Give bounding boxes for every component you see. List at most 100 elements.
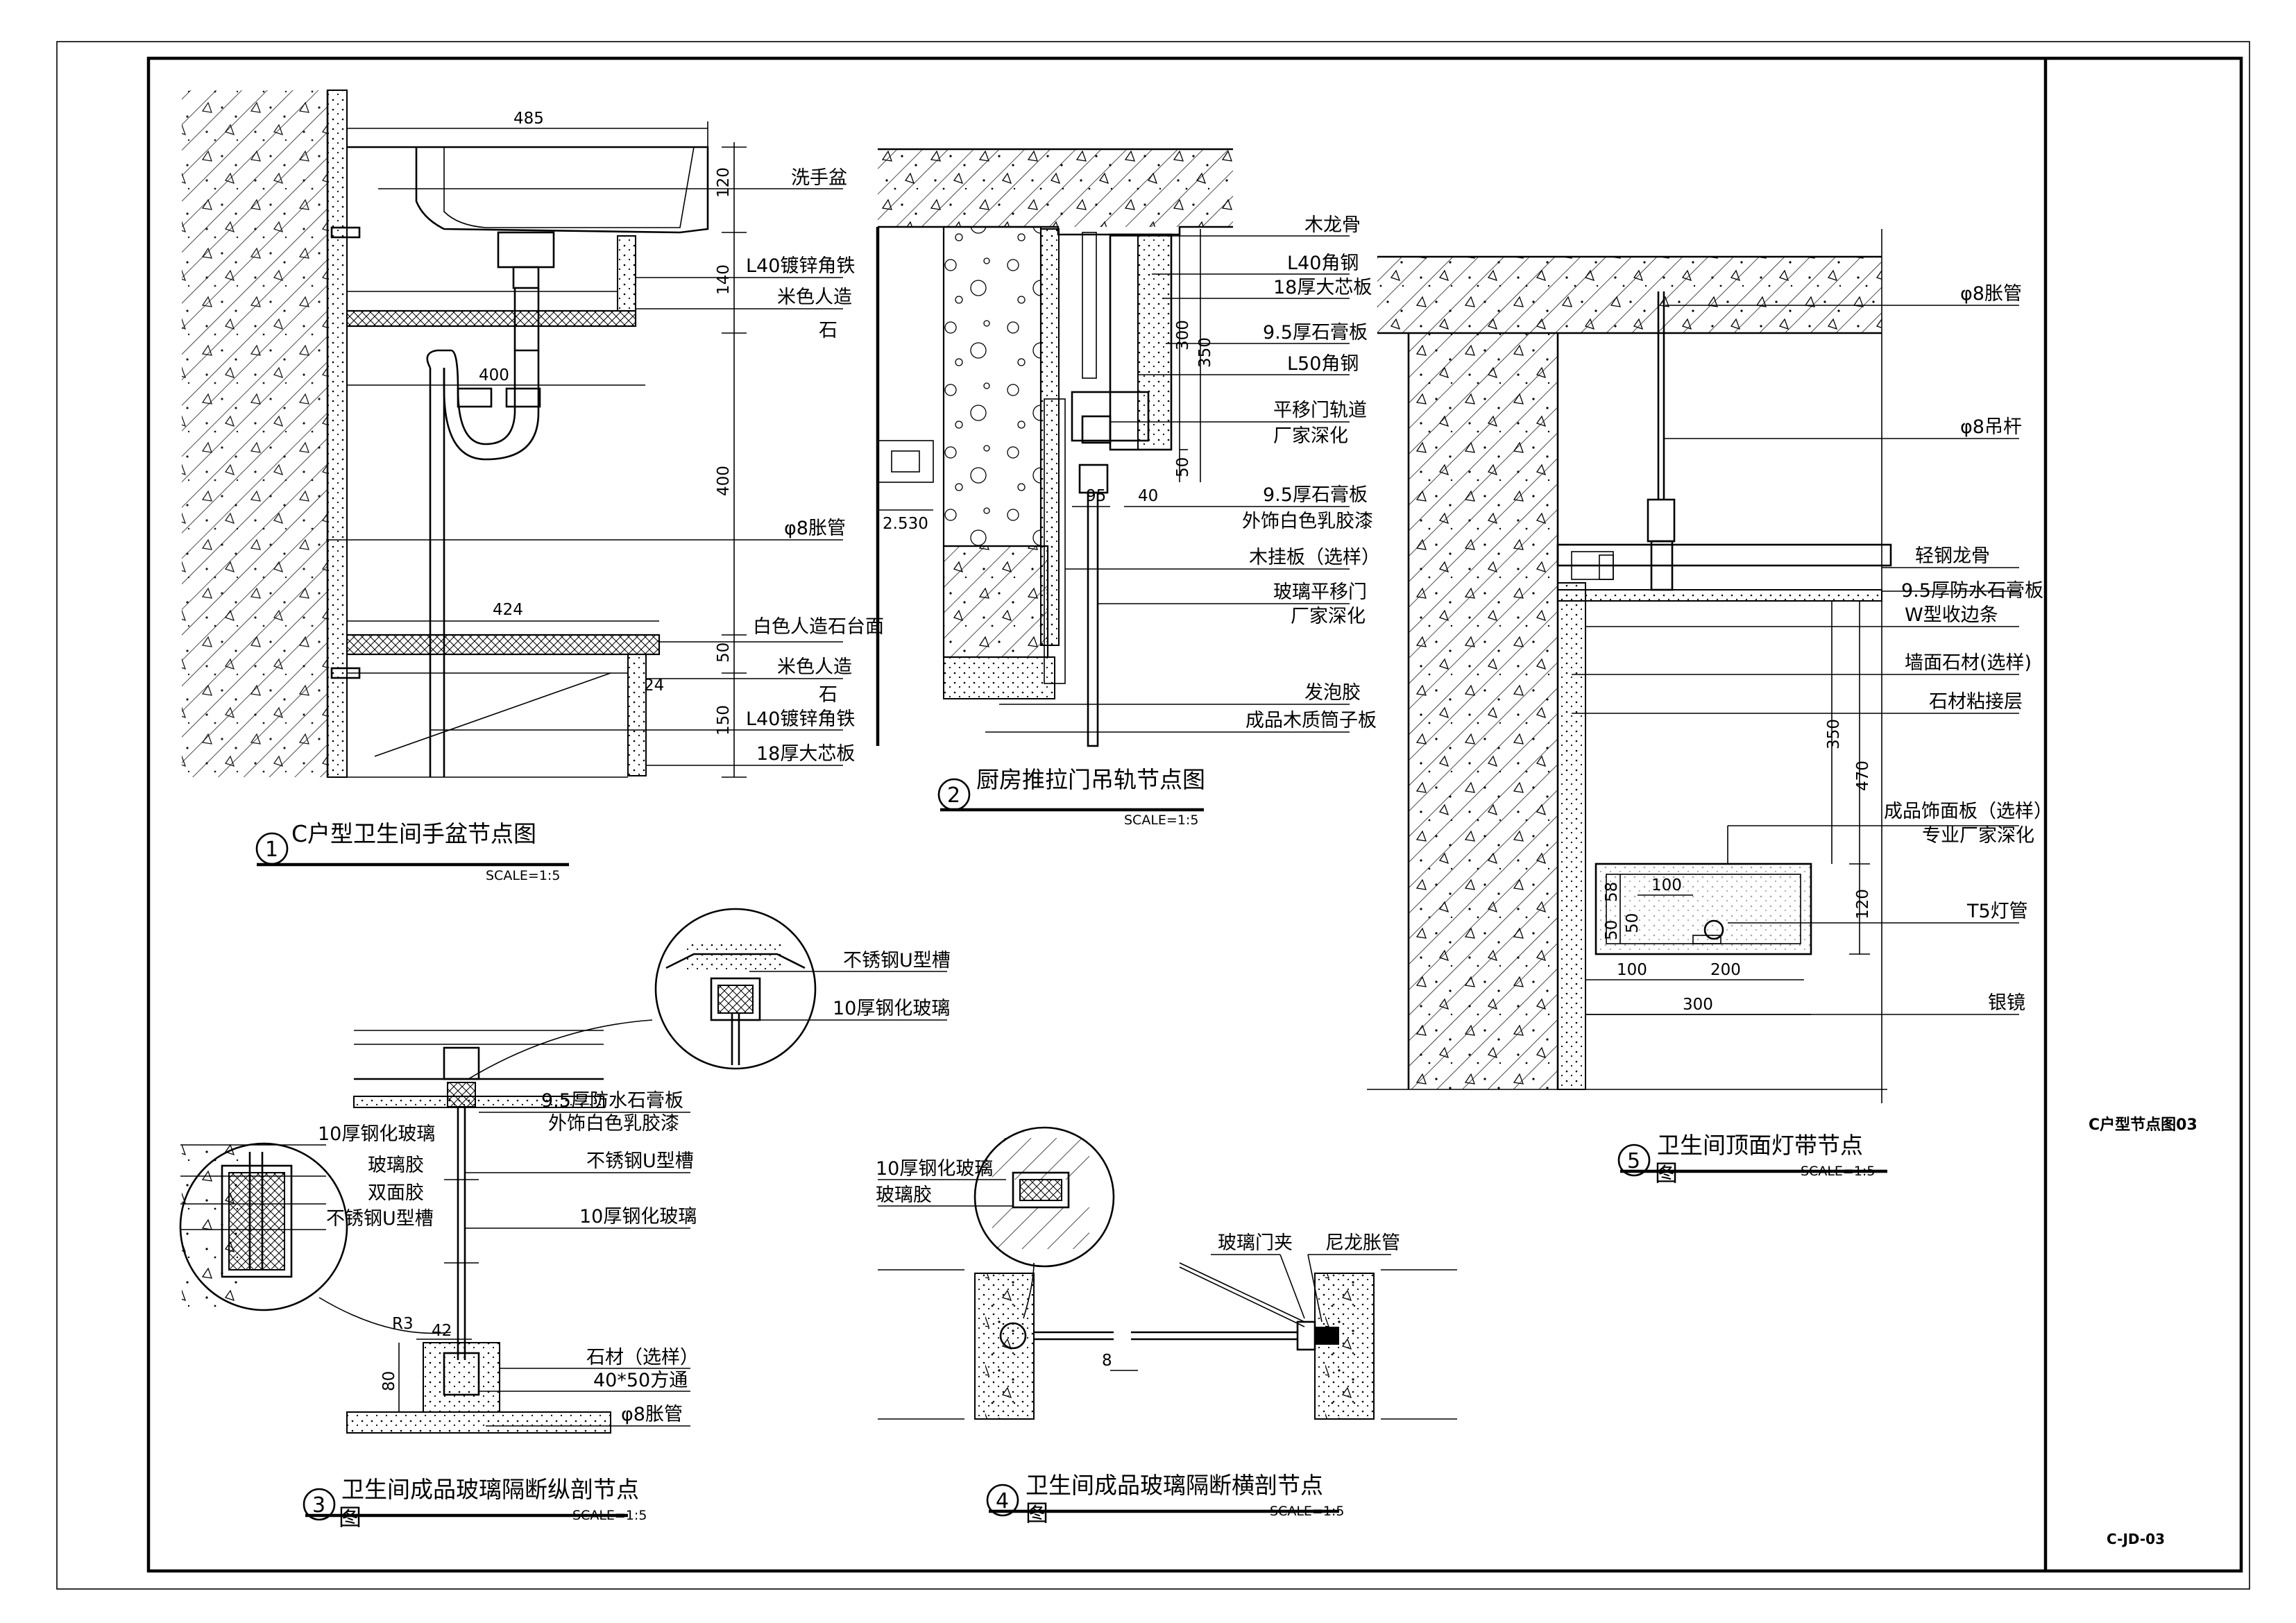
label-anchor-3: φ8胀管 bbox=[621, 1404, 683, 1425]
detail-1-title: C户型卫生间手盆节点图 bbox=[291, 820, 536, 847]
detail-3-title: 卫生间成品玻璃隔断纵剖节点 bbox=[341, 1476, 639, 1503]
detail-4-number-circle bbox=[986, 1484, 1019, 1517]
dim-8: 8 bbox=[1102, 1352, 1112, 1370]
dim-350: 350 bbox=[1196, 337, 1214, 368]
label-beige-stone-bottom-2: 石 bbox=[819, 684, 837, 706]
label-door-clamp: 玻璃门夹 bbox=[1218, 1232, 1293, 1254]
label-white-stone-counter: 白色人造石台面 bbox=[753, 616, 884, 638]
label-anchor-tube: φ8胀管 bbox=[784, 518, 846, 539]
label-beige-stone-top: 米色人造 bbox=[777, 287, 852, 308]
detail-5-title: 卫生间顶面灯带节点 bbox=[1657, 1132, 1863, 1159]
dim-350-5: 350 bbox=[1825, 719, 1843, 749]
detail-3-glass-vertical: R3 42 80 不锈钢U型槽 10厚钢化玻璃 9.5厚防水石膏板 外饰白色乳胶… bbox=[179, 908, 951, 1531]
magnifier-top bbox=[654, 908, 817, 1070]
dim-300-5: 300 bbox=[1683, 996, 1713, 1014]
dim-300: 300 bbox=[1174, 320, 1192, 350]
label-foam: 发泡胶 bbox=[1304, 682, 1361, 704]
bubble-wall bbox=[942, 226, 1042, 547]
t5-tube bbox=[1703, 919, 1724, 940]
dim-50-a: 50 bbox=[1603, 920, 1621, 940]
label-stone-adhesive: 石材粘接层 bbox=[1929, 691, 2023, 713]
detail-2-door-track: 300 350 50 95 40 2.530 木龙骨 L40角钢 18厚大芯板 … bbox=[876, 148, 1380, 828]
detail-2-title: 厨房推拉门吊轨节点图 bbox=[976, 766, 1205, 793]
label-u-channel-mag-b: 不锈钢U型槽 bbox=[326, 1208, 434, 1230]
dim-42: 42 bbox=[432, 1322, 452, 1340]
dim-150: 150 bbox=[715, 705, 733, 736]
label-l40-angle-bottom: L40镀锌角铁 bbox=[746, 708, 855, 730]
label-t5-tube: T5灯管 bbox=[1966, 901, 2028, 922]
label-latex-paint: 外饰白色乳胶漆 bbox=[1242, 511, 1373, 532]
label-18-board: 18厚大芯板 bbox=[1273, 277, 1372, 298]
stone-base bbox=[423, 1342, 500, 1413]
dim-r3: R3 bbox=[392, 1315, 414, 1333]
label-18mm-board: 18厚大芯板 bbox=[756, 743, 855, 765]
label-u-channel-mag: 不锈钢U型槽 bbox=[843, 950, 951, 971]
magnifier-4 bbox=[973, 1126, 1115, 1268]
label-glass-mag-b: 10厚钢化玻璃 bbox=[318, 1123, 435, 1145]
label-double-tape: 双面胶 bbox=[368, 1182, 424, 1204]
label-track: 平移门轨道 bbox=[1273, 400, 1367, 421]
dim-95: 95 bbox=[1086, 487, 1106, 505]
white-stone-counter bbox=[346, 634, 661, 656]
label-stone-3: 石材（选样） bbox=[586, 1347, 699, 1368]
label-glass-4: 10厚钢化玻璃 bbox=[876, 1158, 993, 1180]
label-glue-4: 玻璃胶 bbox=[876, 1184, 932, 1206]
dim-140: 140 bbox=[715, 264, 733, 295]
detail-3-title-line2: 图 bbox=[339, 1504, 362, 1531]
detail-4-title: 卫生间成品玻璃隔断横剖节点 bbox=[1026, 1472, 1323, 1499]
label-beige-stone-bottom: 米色人造 bbox=[777, 656, 852, 678]
label-basin: 洗手盆 bbox=[791, 167, 847, 189]
dim-58: 58 bbox=[1603, 882, 1621, 902]
label-glass-door: 玻璃平移门 bbox=[1273, 581, 1367, 603]
dim-100-top: 100 bbox=[1651, 876, 1682, 894]
label-vendor-deepen: 专业厂家深化 bbox=[1922, 825, 2034, 847]
label-glass-3: 10厚钢化玻璃 bbox=[579, 1206, 697, 1227]
dim-100-bottom: 100 bbox=[1617, 961, 1647, 979]
drawing-number: C-JD-03 bbox=[2107, 1531, 2165, 1547]
label-silver-mirror: 银镜 bbox=[1988, 992, 2025, 1014]
dim-50: 50 bbox=[715, 643, 733, 663]
label-wood-keel: 木龙骨 bbox=[1304, 214, 1361, 236]
detail-5-title-line2: 图 bbox=[1655, 1159, 1678, 1187]
sheet-title: C户型节点图03 bbox=[2089, 1116, 2197, 1134]
label-wood-panel: 木挂板（选样） bbox=[1249, 547, 1380, 568]
waterproof-gypsum bbox=[1557, 589, 1882, 602]
dim-485: 485 bbox=[513, 110, 544, 128]
detail-4-glass-horizontal: 8 10厚钢化玻璃 玻璃胶 玻璃门夹 尼龙胀管 4 卫生间成品玻璃隔断横剖节点 … bbox=[876, 1126, 1457, 1527]
label-glass-glue: 玻璃胶 bbox=[368, 1155, 424, 1176]
label-anchor-5: φ8胀管 bbox=[1960, 283, 2022, 305]
detail-3-number: 3 bbox=[312, 1493, 325, 1518]
dim-80: 80 bbox=[380, 1371, 398, 1391]
label-steel-keel: 轻钢龙骨 bbox=[1915, 545, 1990, 567]
label-u-channel-3: 不锈钢U型槽 bbox=[586, 1150, 694, 1172]
detail-5-number: 5 bbox=[1627, 1149, 1640, 1173]
dim-50-track: 50 bbox=[1174, 457, 1192, 477]
inner-border bbox=[146, 56, 2243, 1573]
detail-3-scale: SCALE=1:5 bbox=[572, 1508, 647, 1523]
label-door-casing: 成品木质筒子板 bbox=[1245, 710, 1377, 731]
dim-400-h: 400 bbox=[479, 366, 509, 384]
label-l40-angle: L40角钢 bbox=[1287, 253, 1359, 274]
label-gypsum-3: 9.5厚防水石膏板 bbox=[541, 1090, 683, 1112]
label-l50-angle: L50角钢 bbox=[1287, 353, 1359, 375]
dim-470: 470 bbox=[1854, 760, 1872, 791]
title-block: C户型节点图03 C-JD-03 bbox=[2089, 1116, 2197, 1547]
detail-3-number-circle bbox=[303, 1488, 336, 1521]
label-latex-3: 外饰白色乳胶漆 bbox=[548, 1113, 679, 1135]
detail-4-title-line2: 图 bbox=[1026, 1499, 1048, 1527]
upper-stone-shelf bbox=[346, 309, 637, 328]
label-gypsum-board: 9.5厚石膏板 bbox=[1263, 322, 1368, 343]
ceiling-gypsum-3 bbox=[353, 1096, 604, 1108]
label-waterproof-gypsum: 9.5厚防水石膏板 bbox=[1901, 580, 2043, 602]
magnifier-bottom bbox=[179, 1142, 348, 1311]
dim-50-b: 50 bbox=[1624, 913, 1642, 933]
wall-finish bbox=[327, 90, 348, 778]
dim-120-5: 120 bbox=[1854, 889, 1872, 919]
dim-400-v: 400 bbox=[715, 466, 733, 496]
floor-slab-3 bbox=[346, 1411, 611, 1434]
basin bbox=[347, 146, 709, 234]
label-track-vendor: 厂家深化 bbox=[1273, 425, 1348, 447]
detail-4-scale: SCALE=1:5 bbox=[1270, 1504, 1344, 1519]
dim-120: 120 bbox=[715, 167, 733, 198]
